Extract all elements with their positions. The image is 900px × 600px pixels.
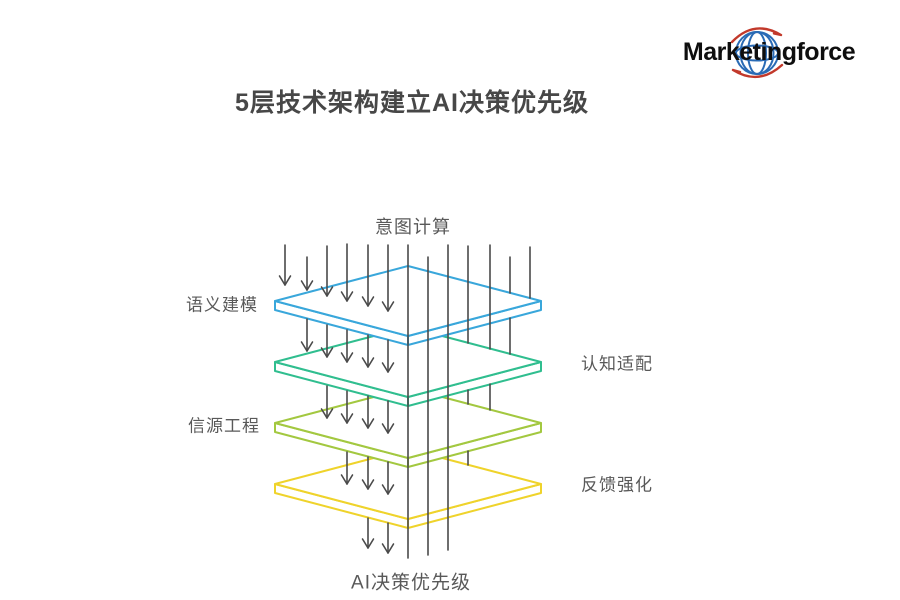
- label-ai-decision-priority: AI决策优先级: [351, 572, 471, 594]
- arrowhead-icon: [381, 543, 395, 554]
- arrowhead-icon: [340, 352, 354, 363]
- label-cognitive-adaptation: 认知适配: [581, 354, 653, 374]
- flow-arrows: [278, 243, 531, 559]
- arrowhead-icon: [340, 291, 354, 302]
- label-source-engineering: 信源工程: [188, 416, 260, 436]
- arrowhead-icon: [340, 413, 354, 424]
- label-semantic-modeling: 语义建模: [186, 295, 258, 315]
- arrowhead-icon: [320, 408, 334, 419]
- arrowhead-icon: [361, 296, 375, 307]
- globe-icon: [730, 27, 784, 78]
- arrowhead-icon: [361, 357, 375, 368]
- arrowhead-icon: [361, 479, 375, 490]
- arrowhead-icon: [278, 275, 292, 286]
- arrowhead-icon: [300, 341, 314, 352]
- arrowhead-icon: [381, 484, 395, 495]
- arrowhead-icon: [381, 423, 395, 434]
- arrowhead-icon: [320, 286, 334, 297]
- arrowhead-icon: [340, 474, 354, 485]
- marketingforce-logo: Marketingforce: [674, 22, 864, 84]
- arrowhead-icon: [320, 347, 334, 358]
- arrowhead-icon: [381, 362, 395, 373]
- arrowhead-icon: [381, 301, 395, 312]
- page-title: 5层技术架构建立AI决策优先级: [235, 89, 589, 117]
- arrowhead-icon: [361, 418, 375, 429]
- label-feedback-reinforcement: 反馈强化: [581, 475, 653, 495]
- arrowhead-icon: [361, 538, 375, 549]
- arrowhead-icon: [300, 280, 314, 291]
- label-intent-computing: 意图计算: [375, 217, 451, 237]
- brand-name: Marketingforce: [682, 38, 856, 66]
